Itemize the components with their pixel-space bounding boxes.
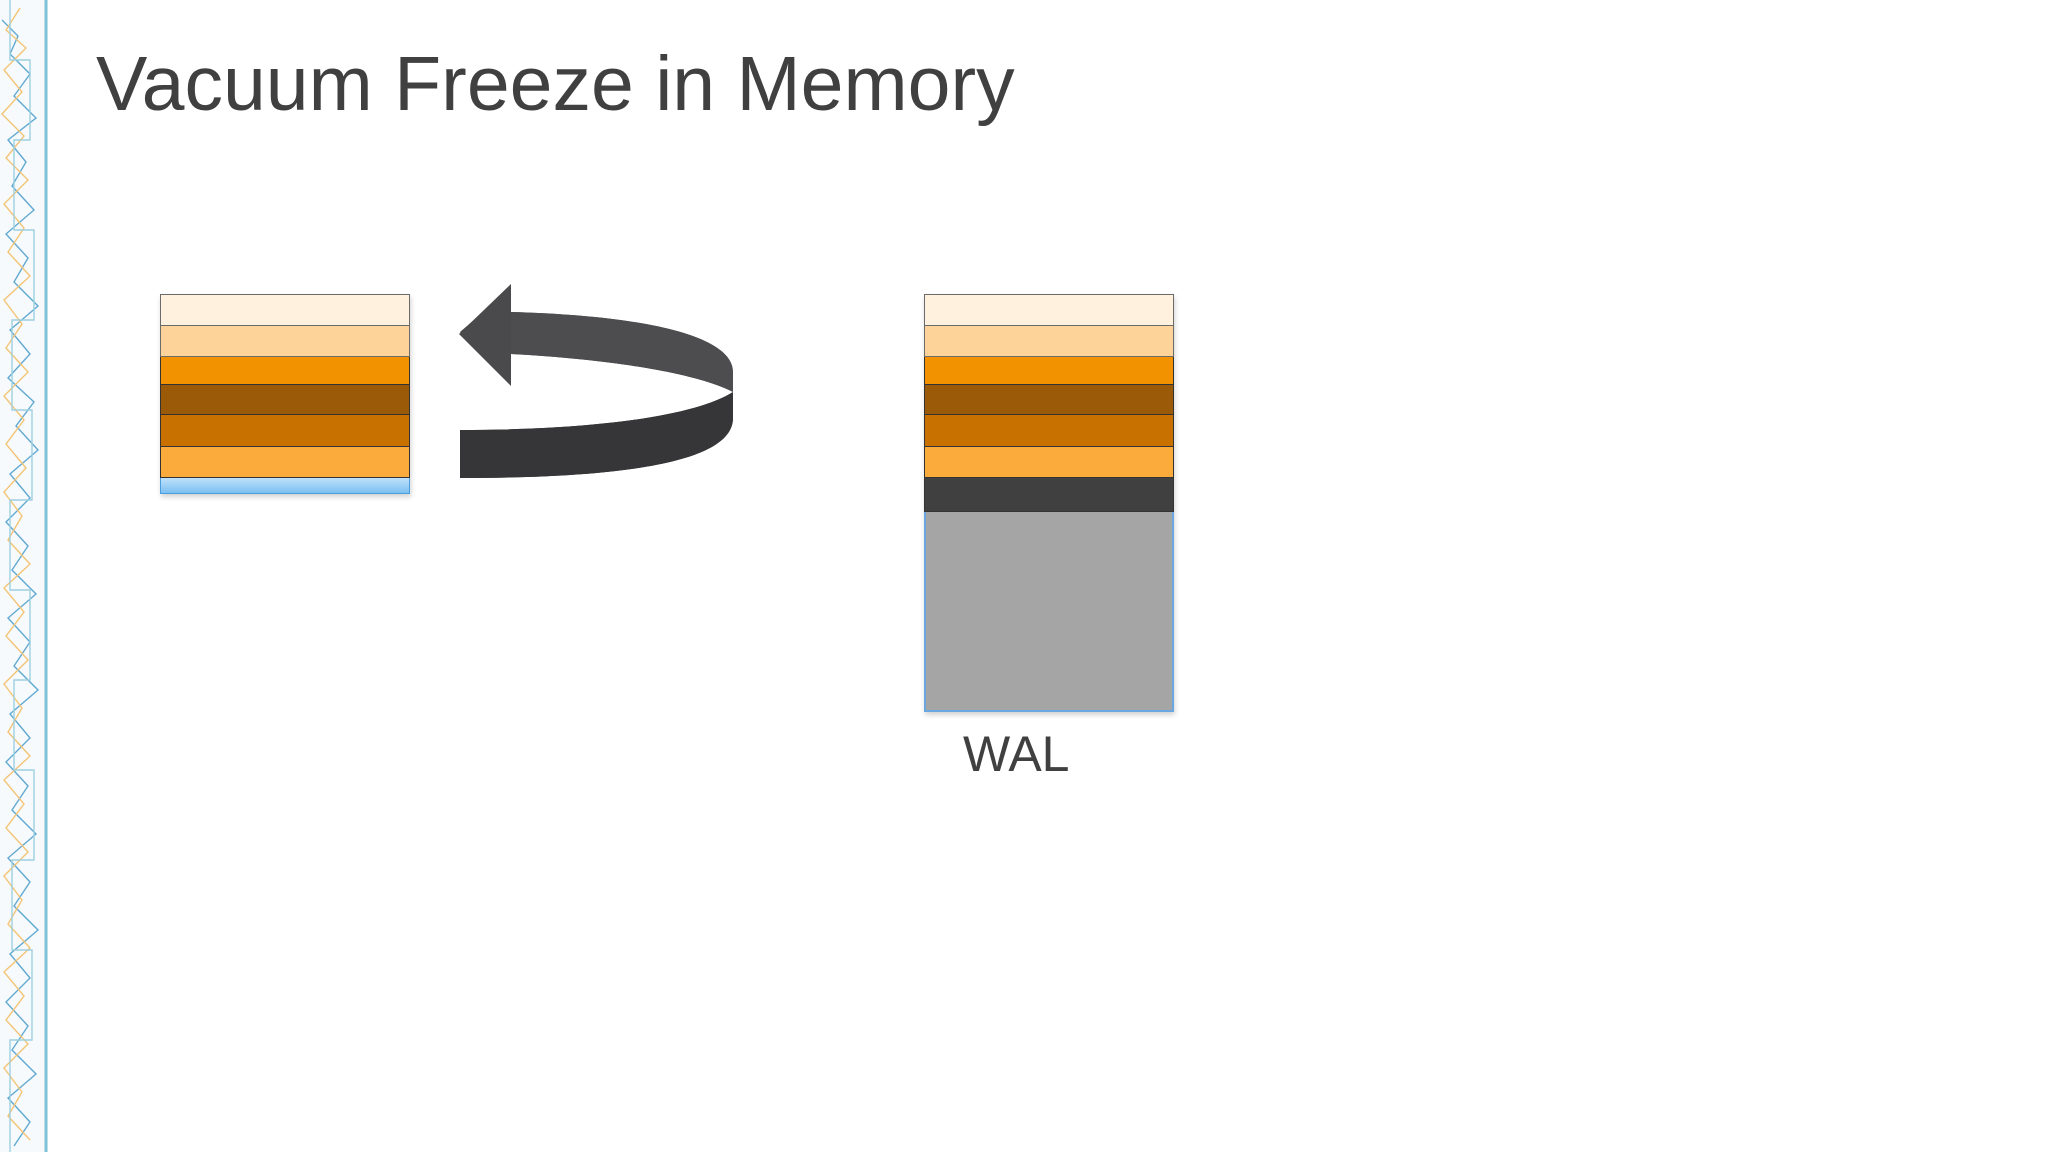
wal-stack: [924, 294, 1174, 712]
memory-page-stack: [160, 294, 410, 494]
circular-arrow-icon: [459, 284, 733, 478]
page-row: [160, 294, 410, 326]
page-row: [924, 415, 1174, 447]
page-row: [924, 385, 1174, 415]
wal-record-header: [924, 478, 1174, 512]
page-row: [924, 447, 1174, 478]
page-row: [924, 294, 1174, 326]
decorative-left-strip: [0, 0, 48, 1152]
page-row: [160, 415, 410, 447]
wal-area: [924, 512, 1174, 712]
page-row: [160, 357, 410, 385]
circuit-pattern-icon: [0, 0, 48, 1152]
page-row: [160, 385, 410, 415]
page-row: [160, 447, 410, 478]
frozen-row: [160, 478, 410, 494]
page-row: [160, 326, 410, 357]
page-row: [924, 357, 1174, 385]
wal-label: WAL: [963, 726, 1070, 782]
slide-title: Vacuum Freeze in Memory: [96, 41, 1015, 127]
page-row: [924, 326, 1174, 357]
